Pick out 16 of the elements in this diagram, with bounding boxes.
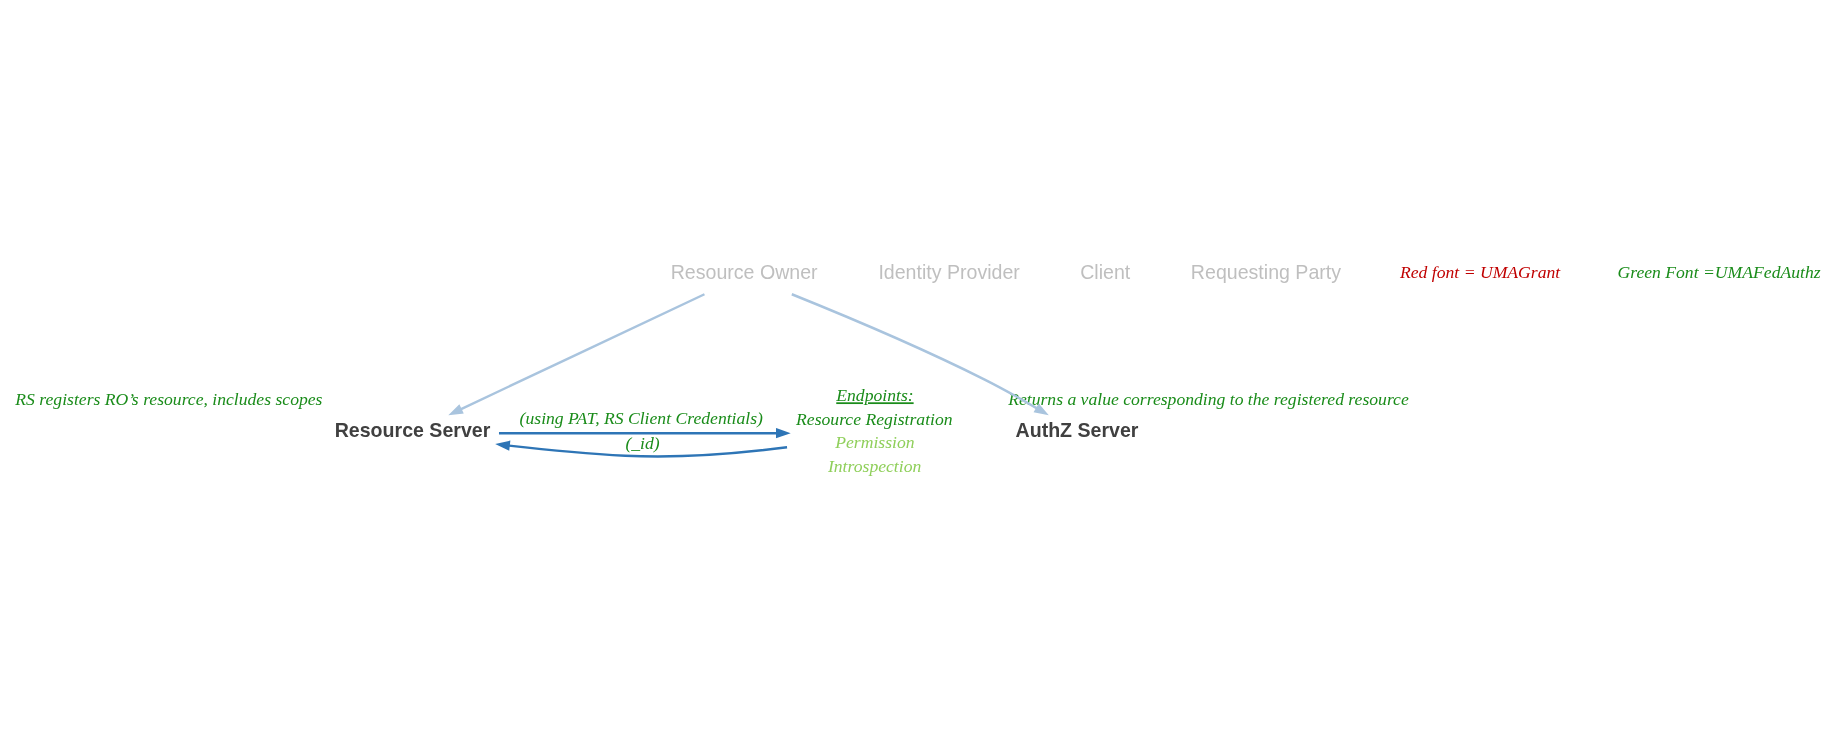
label: Red font = UMAGrant	[1400, 261, 1561, 282]
arrow	[448, 292, 705, 415]
node-text: Identity Provider	[878, 260, 1020, 283]
node-text: AuthZ Server	[1015, 418, 1139, 441]
node-text: Requesting Party	[1190, 260, 1342, 283]
node-text: Resource Owner	[670, 260, 818, 283]
label: Green Font =UMAFedAuthz	[1617, 261, 1821, 282]
node-label: RS registers RO’s resource, includes scopes	[15, 388, 323, 409]
node-text: Resource Server	[334, 418, 491, 441]
arrow	[499, 427, 791, 438]
node-text: Endpoints: Resource Registration Permission Introspection	[796, 384, 953, 476]
arrow	[495, 440, 788, 458]
arrow	[791, 292, 1049, 415]
node-text: Client	[1080, 260, 1131, 283]
edge-label: (_id)	[625, 432, 660, 453]
edge-label: (using PAT, RS Client Credentials)	[519, 407, 763, 428]
